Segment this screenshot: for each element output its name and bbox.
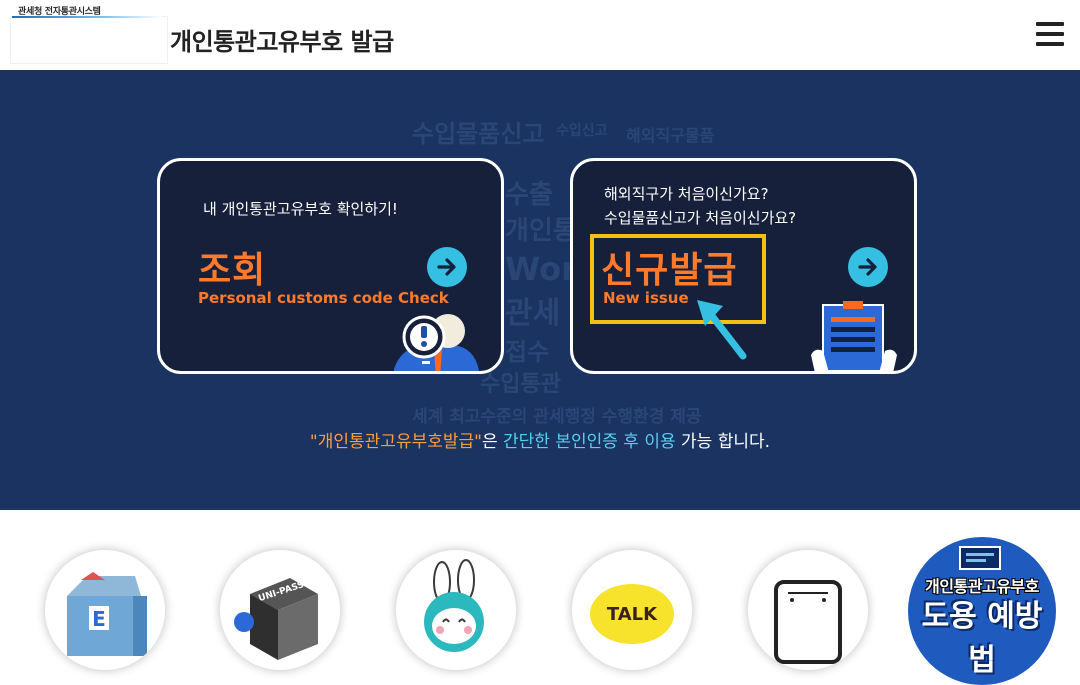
promo-title: 개인통관고유부호: [925, 577, 1039, 596]
arrow-right-icon: [437, 258, 456, 276]
logo-text: 관세청 전자통관시스템: [18, 7, 101, 17]
promo-subtitle: 도용 예방법: [921, 599, 1043, 678]
pointer-arrow-icon: [697, 300, 747, 360]
watermark-text: 개인통: [505, 216, 577, 246]
logo-underline: [12, 16, 162, 18]
watermark-text: 수입물품신고: [412, 120, 545, 148]
kakao-talk-icon[interactable]: TALK: [572, 550, 692, 670]
person-magnifier-icon: [393, 314, 480, 371]
header-bar: 관세청 전자통관시스템 개인통관고유부호 발급: [0, 0, 1080, 71]
new-issue-subtitle-1: 해외직구가 처음이신가요?: [604, 185, 769, 203]
note-suffix: 가능 합니다.: [675, 432, 771, 452]
hero-section: 수입물품신고 수입신고 해외직구물품 수출 개인통 World 관세 접수 수입…: [0, 70, 1080, 510]
monitor-icon: [959, 546, 1001, 570]
watermark-text: 수입신고: [556, 123, 608, 139]
page-title: 개인통관고유부호 발급: [170, 28, 394, 56]
rabbit-mascot-icon[interactable]: [396, 550, 516, 670]
new-issue-arrow-button[interactable]: [848, 247, 888, 287]
watermark-text: 관세: [505, 296, 561, 331]
new-issue-title: 신규발급: [601, 250, 738, 291]
watermark-text: 수출: [505, 180, 553, 210]
quick-links-row: E UNI-PASS TALK: [0, 510, 1080, 685]
lookup-subtitle: 내 개인통관고유부호 확인하기!: [203, 200, 398, 218]
note-service-name: "개인통관고유부호발급": [309, 432, 482, 452]
arrow-right-icon: [858, 258, 877, 276]
svg-text:TALK: TALK: [607, 604, 658, 625]
watermark-text: 수입통관: [480, 372, 561, 397]
watermark-text: 접수: [505, 338, 550, 366]
note-auth-text: 간단한 본인인증 후 이용: [503, 432, 676, 452]
new-issue-card[interactable]: 해외직구가 처음이신가요? 수입물품신고가 처음이신가요? 신규발급 New i…: [570, 158, 917, 374]
watermark-text: 해외직구물품: [626, 126, 715, 145]
lookup-card[interactable]: 내 개인통관고유부호 확인하기! 조회 Personal customs cod…: [157, 158, 504, 374]
lookup-title: 조회: [198, 250, 267, 291]
document-clipboard-icon: [811, 301, 897, 371]
unipass-book-icon[interactable]: UNI-PASS: [220, 550, 340, 670]
building-icon[interactable]: E: [45, 550, 165, 670]
new-issue-subtitle-2: 수입물품신고가 처음이신가요?: [604, 209, 797, 227]
watermark-text: 세계 최고수준의 관세행정 수행환경 제공: [412, 407, 702, 427]
kiosk-icon[interactable]: [748, 550, 868, 670]
menu-icon[interactable]: [1036, 20, 1064, 48]
lookup-title-en: Personal customs code Check: [198, 289, 449, 307]
new-issue-title-en: New issue: [603, 289, 689, 307]
site-logo[interactable]: [10, 16, 168, 64]
usage-note: "개인통관고유부호발급"은 간단한 본인인증 후 이용 가능 합니다.: [0, 427, 1080, 452]
lookup-arrow-button[interactable]: [427, 247, 467, 287]
identity-theft-prevention-banner[interactable]: 개인통관고유부호 도용 예방법: [908, 537, 1056, 685]
new-issue-highlight-box: [590, 234, 766, 324]
note-connector: 은: [481, 432, 504, 452]
